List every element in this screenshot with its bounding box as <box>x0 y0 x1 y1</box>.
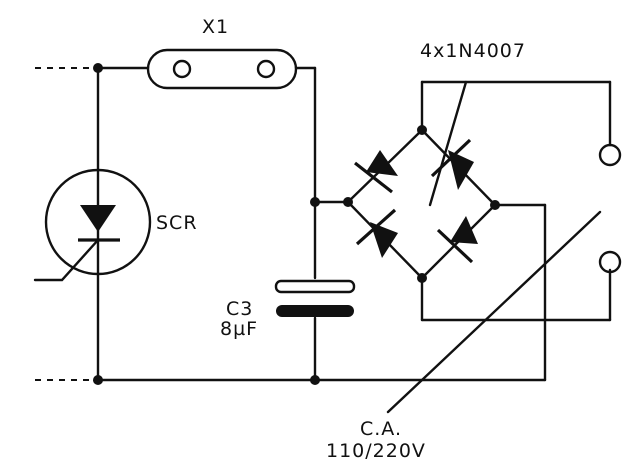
c3-plate-bottom <box>276 305 354 317</box>
scr-outline <box>44 168 152 276</box>
bridge-label-pointer <box>428 80 468 207</box>
scr-gate-lead <box>33 238 100 282</box>
bridge-diamond <box>346 128 497 280</box>
c3-value-label: 8µF <box>220 318 259 340</box>
ca-pointer-line-lower <box>386 378 424 414</box>
x1-label: X1 <box>202 16 230 38</box>
diode-bottom-left <box>355 208 398 258</box>
junction-dot <box>343 197 353 207</box>
x1-terminal-right <box>256 59 276 79</box>
junction-dot <box>310 197 320 207</box>
x1-component <box>146 48 298 90</box>
junction-dot <box>310 375 320 385</box>
diode-top-left <box>354 150 398 194</box>
bridge-label: 4x1N4007 <box>420 40 526 62</box>
junction-dot <box>490 200 500 210</box>
scr-label: SCR <box>156 212 198 234</box>
ca-label: C.A. <box>360 418 403 440</box>
ac-terminal-bottom <box>598 250 622 274</box>
scr-triangle <box>80 205 116 232</box>
c3-plate-top <box>274 279 356 294</box>
junction-dot <box>93 375 103 385</box>
ca-pointer-line <box>420 210 602 382</box>
ac-terminal-top <box>598 143 622 167</box>
junction-dot <box>417 125 427 135</box>
junction-dot <box>93 63 103 73</box>
voltage-label: 110/220V <box>326 440 426 462</box>
c3-name-label: C3 <box>226 298 254 320</box>
junction-dot <box>417 273 427 283</box>
x1-terminal-left <box>172 59 192 79</box>
diode-bottom-right <box>436 216 478 264</box>
diode-top-right <box>430 138 474 190</box>
